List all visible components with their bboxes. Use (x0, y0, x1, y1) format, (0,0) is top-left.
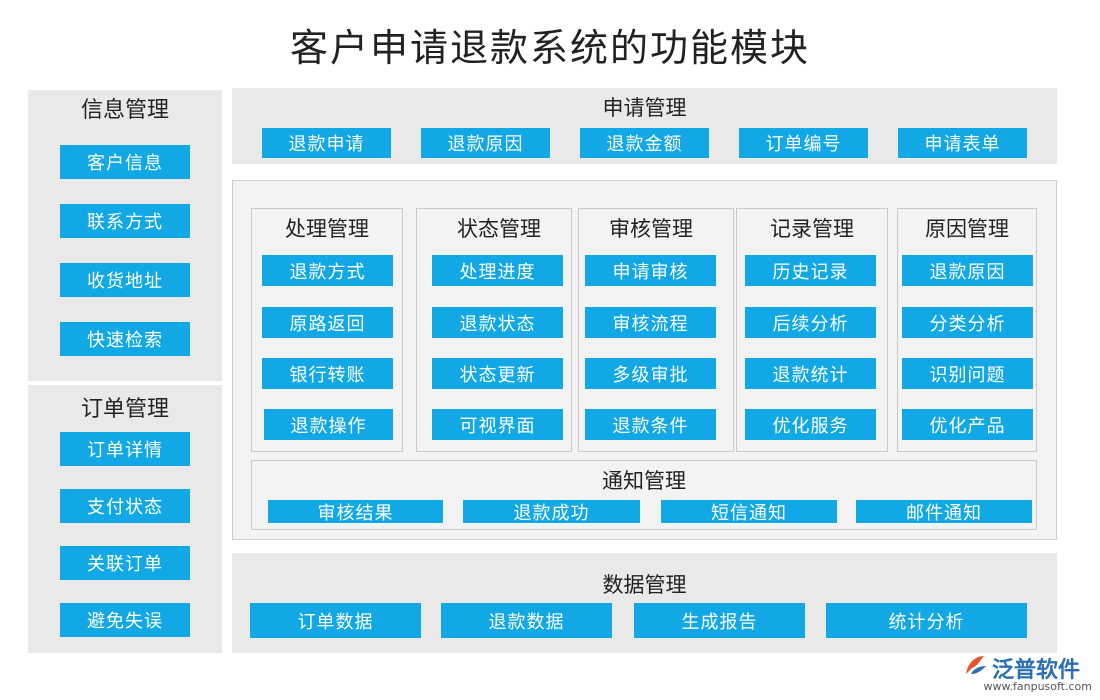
module-item[interactable]: 多级审批 (585, 358, 716, 389)
info-heading: 信息管理 (80, 98, 169, 123)
module-heading: 记录管理 (770, 217, 854, 241)
brand-logo: 泛普软件 www.fanpusoft.com (962, 650, 1092, 694)
brand-logo-icon (966, 656, 986, 674)
module-item[interactable]: 原路返回 (262, 307, 393, 338)
notify-item[interactable]: 退款成功 (463, 500, 640, 524)
left-separator (28, 381, 222, 385)
module-item[interactable]: 分类分析 (902, 307, 1033, 338)
apply-item[interactable]: 申请表单 (898, 128, 1027, 158)
apply-item[interactable]: 退款原因 (421, 128, 550, 158)
module-heading: 原因管理 (925, 217, 1009, 241)
data-heading: 数据管理 (602, 573, 687, 597)
page-title: 客户申请退款系统的功能模块 (289, 26, 810, 70)
module-item[interactable]: 识别问题 (902, 358, 1033, 389)
module-item[interactable]: 退款方式 (262, 255, 393, 286)
module-item[interactable]: 退款原因 (902, 255, 1033, 286)
module-item[interactable]: 申请审核 (585, 255, 716, 286)
notify-heading: 通知管理 (602, 469, 686, 493)
order-item[interactable]: 订单详情 (60, 432, 190, 466)
info-item[interactable]: 联系方式 (60, 204, 190, 238)
module-item[interactable]: 优化产品 (902, 409, 1033, 440)
module-item[interactable]: 退款操作 (264, 409, 393, 440)
brand-name: 泛普软件 (992, 658, 1081, 683)
notify-item[interactable]: 邮件通知 (856, 500, 1032, 524)
notify-item[interactable]: 审核结果 (268, 500, 443, 524)
module-item[interactable]: 银行转账 (262, 358, 393, 389)
data-item[interactable]: 订单数据 (250, 603, 421, 638)
module-item[interactable]: 可视界面 (432, 409, 563, 440)
module-item[interactable]: 处理进度 (432, 255, 563, 286)
module-heading: 处理管理 (285, 217, 369, 241)
data-item[interactable]: 退款数据 (441, 603, 612, 638)
apply-item[interactable]: 退款金额 (580, 128, 709, 158)
data-item[interactable]: 生成报告 (634, 603, 805, 638)
brand-url: www.fanpusoft.com (983, 680, 1092, 693)
order-item[interactable]: 避免失误 (60, 603, 190, 637)
module-item[interactable]: 历史记录 (745, 255, 876, 286)
info-item[interactable]: 客户信息 (60, 145, 190, 179)
module-item[interactable]: 退款条件 (585, 409, 716, 440)
apply-item[interactable]: 退款申请 (262, 128, 391, 158)
module-item[interactable]: 优化服务 (745, 409, 876, 440)
data-item[interactable]: 统计分析 (826, 603, 1027, 638)
order-item[interactable]: 支付状态 (60, 489, 190, 523)
module-item[interactable]: 退款状态 (432, 307, 563, 338)
module-heading: 状态管理 (457, 217, 541, 241)
module-heading: 审核管理 (609, 217, 693, 241)
info-item[interactable]: 收货地址 (60, 263, 190, 297)
notify-item[interactable]: 短信通知 (661, 500, 837, 524)
module-item[interactable]: 后续分析 (745, 307, 876, 338)
apply-heading: 申请管理 (602, 96, 687, 120)
info-item[interactable]: 快速检索 (60, 322, 190, 356)
order-heading: 订单管理 (80, 397, 169, 422)
module-item[interactable]: 退款统计 (745, 358, 876, 389)
module-item[interactable]: 审核流程 (585, 307, 716, 338)
module-item[interactable]: 状态更新 (432, 358, 563, 389)
order-item[interactable]: 关联订单 (60, 546, 190, 580)
apply-item[interactable]: 订单编号 (739, 128, 868, 158)
